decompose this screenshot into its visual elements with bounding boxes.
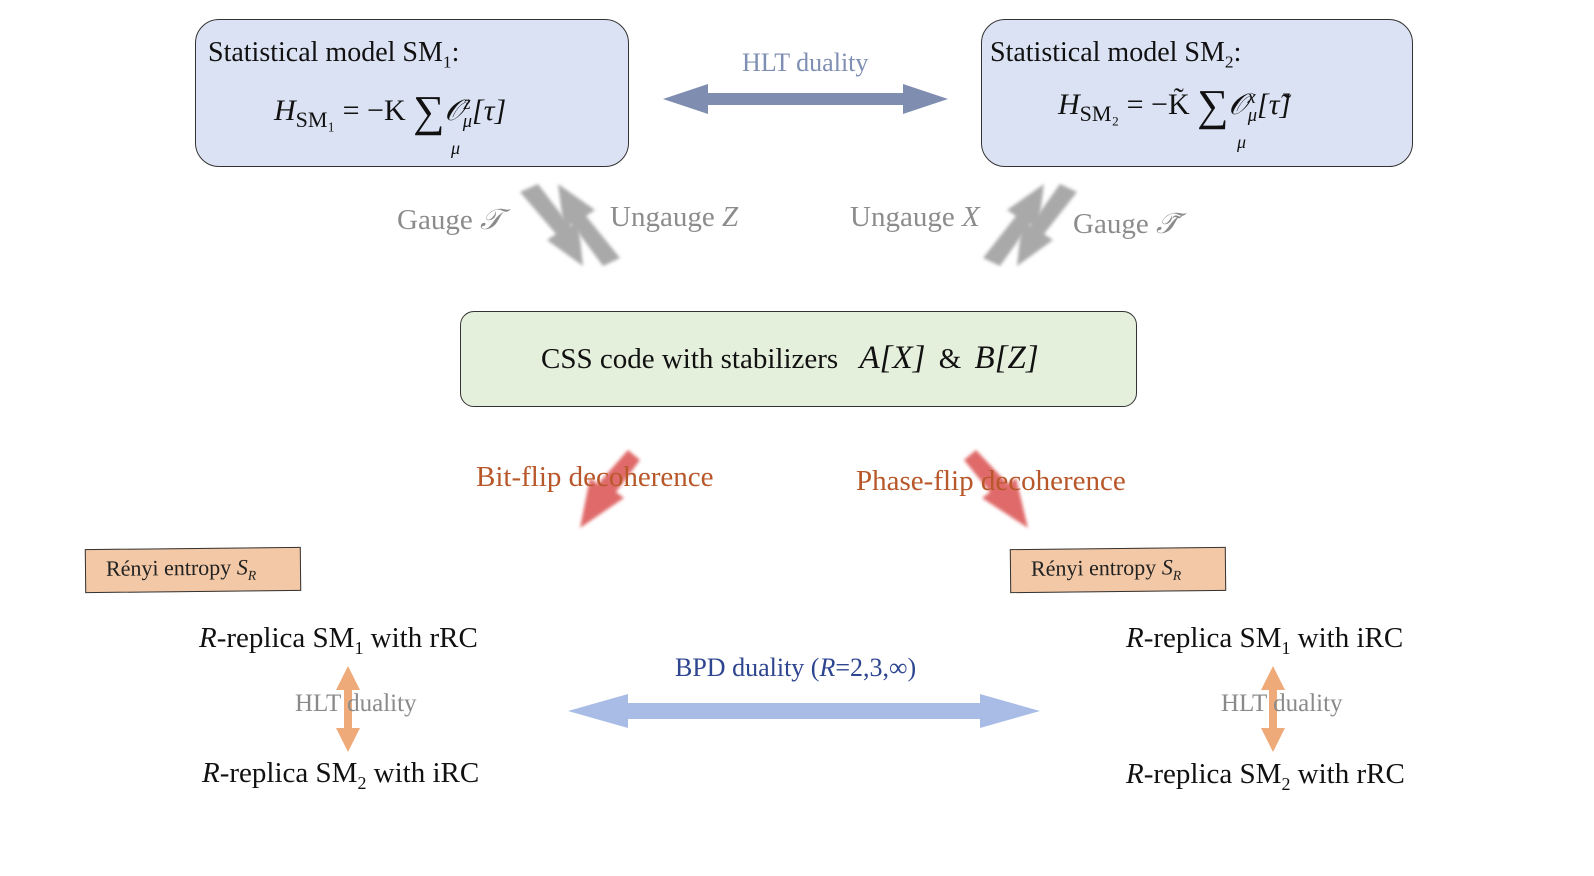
sm2-eq-op-sup: x <box>1247 87 1256 108</box>
ungauge-left-arrow <box>558 184 620 266</box>
hlt-duality-left-label: HLT duality <box>295 690 417 717</box>
stabilizer-a: A[X] <box>859 340 926 376</box>
left-line2-r: R <box>202 757 220 789</box>
ungauge-x-text: Ungauge <box>850 201 955 233</box>
css-code-text: CSS code with stabilizers A[X] & B[Z] <box>541 340 1039 377</box>
left-line2: R-replica SM2 with iRC <box>202 757 479 794</box>
sm1-title-colon: : <box>451 37 460 68</box>
renyi-tab-left-s-sub: R <box>247 567 257 583</box>
gauge-tau-text: Gauge <box>397 204 473 236</box>
sm2-eq-op-arg: [τ̃] <box>1257 88 1292 121</box>
css-code-label: CSS code with stabilizers <box>541 343 839 375</box>
ungauge-right-arrow <box>983 184 1044 266</box>
sm2-title-text: Statistical model SM <box>990 37 1225 68</box>
left-line2-sub: 2 <box>357 772 367 793</box>
right-line2-r: R <box>1126 758 1144 790</box>
sm2-equation: HSM₂ = −K̃ ∑𝒪xμ[τ̃] <box>1058 80 1291 131</box>
renyi-tab-left-s: S <box>236 554 248 580</box>
bpd-suffix: =2,3,∞) <box>835 653 917 682</box>
sm2-title-colon: : <box>1233 37 1242 68</box>
left-line1-end: with rRC <box>363 622 478 654</box>
right-line2-mid: -replica SM <box>1143 758 1282 790</box>
sm2-eq-op: 𝒪 <box>1228 88 1248 121</box>
sm2-eq-h-sub: SM₂ <box>1079 101 1120 126</box>
hlt-duality-right-label: HLT duality <box>1221 690 1343 717</box>
sm1-eq-op: 𝒪 <box>444 94 464 127</box>
phaseflip-arrow <box>964 450 1028 528</box>
sm2-title-sub: 2 <box>1224 52 1234 72</box>
inner-hlt-arrow-left <box>336 666 360 752</box>
ungauge-x-label: Ungauge X <box>850 201 980 234</box>
sm1-eq-h: H <box>274 94 296 127</box>
renyi-tab-right-s: S <box>1161 554 1173 580</box>
left-line1-mid: -replica SM <box>216 622 355 654</box>
sm1-title-text: Statistical model SM <box>208 37 443 68</box>
hlt-duality-top-label: HLT duality <box>742 48 869 77</box>
left-line2-end: with iRC <box>366 757 480 789</box>
statistical-model-sm1-box: Statistical model SM1: HSM₁ = −K ∑𝒪zμ[τ]… <box>195 19 629 167</box>
sm1-eq-op-sub: μ <box>462 111 473 132</box>
renyi-tab-left-text: Rényi entropy <box>105 554 237 581</box>
sm2-sum-index: μ <box>1237 132 1247 152</box>
left-line2-mid: -replica SM <box>219 757 358 789</box>
ungauge-z-text: Ungauge <box>610 201 715 233</box>
sm1-eq-sum: ∑ <box>413 87 445 136</box>
sm2-eq-h: H <box>1058 88 1080 121</box>
gauge-tau-tilde-text: Gauge <box>1073 208 1149 240</box>
gauge-right-arrow <box>1017 184 1077 266</box>
sm2-eq-op-sub: μ <box>1247 105 1258 126</box>
sm2-title: Statistical model SM2: <box>990 37 1241 73</box>
sm1-eq-op-sup: z <box>463 93 471 114</box>
sm1-eq-op-arg: [τ] <box>472 94 507 127</box>
right-line2: R-replica SM2 with rRC <box>1126 758 1405 795</box>
left-line1-r: R <box>199 622 217 654</box>
gauge-left-arrow <box>520 184 583 266</box>
renyi-entropy-tab-left: Rényi entropy SR <box>84 546 302 594</box>
gauge-tau-tilde-label: Gauge 𝒯̃ <box>1073 208 1178 241</box>
bitflip-arrow <box>580 450 640 528</box>
ampersand: & <box>938 343 962 375</box>
sm1-eq-h-sub: SM₁ <box>295 107 336 132</box>
right-line1-r: R <box>1126 622 1144 654</box>
ungauge-x-symbol: X <box>961 201 980 233</box>
bpd-duality-label: BPD duality (R=2,3,∞) <box>675 653 916 683</box>
gauge-tau-symbol: 𝒯 <box>479 204 503 236</box>
renyi-tab-right-text: Rényi entropy <box>1030 554 1162 581</box>
sm1-eq-prefix: = −K <box>342 94 406 127</box>
right-line2-sub: 2 <box>1281 773 1291 794</box>
sm1-title: Statistical model SM1: <box>208 37 459 73</box>
bpd-prefix: BPD duality ( <box>675 653 820 682</box>
right-line2-end: with rRC <box>1290 758 1405 790</box>
stabilizer-b: B[Z] <box>974 340 1039 376</box>
right-line1: R-replica SM1 with iRC <box>1126 622 1403 659</box>
sm1-equation: HSM₁ = −K ∑𝒪zμ[τ] <box>274 86 506 137</box>
sm1-sum-index: μ <box>451 138 461 158</box>
statistical-model-sm2-box: Statistical model SM2: HSM₂ = −K̃ ∑𝒪xμ[τ… <box>981 19 1413 167</box>
bpd-arrow <box>568 694 1040 728</box>
inner-hlt-arrow-right <box>1261 666 1285 752</box>
right-line1-sub: 1 <box>1281 637 1291 658</box>
css-code-box: CSS code with stabilizers A[X] & B[Z] <box>460 311 1137 407</box>
bpd-r: R <box>819 653 836 682</box>
ungauge-z-symbol: Z <box>721 201 739 233</box>
right-line1-end: with iRC <box>1290 622 1404 654</box>
gauge-tau-tilde-symbol: 𝒯̃ <box>1155 208 1179 240</box>
left-line1: R-replica SM1 with rRC <box>199 622 478 659</box>
ungauge-z-label: Ungauge Z <box>610 201 738 234</box>
hlt-top-arrow <box>663 84 948 114</box>
sm1-title-sub: 1 <box>442 52 452 72</box>
sm2-eq-sum: ∑ <box>1197 81 1229 130</box>
renyi-entropy-tab-right: Rényi entropy SR <box>1009 546 1227 594</box>
right-line1-mid: -replica SM <box>1143 622 1282 654</box>
renyi-tab-right-s-sub: R <box>1172 567 1182 583</box>
sm2-eq-prefix: = −K̃ <box>1126 88 1190 121</box>
phase-flip-decoherence-label: Phase-flip decoherence <box>856 465 1126 497</box>
bit-flip-decoherence-label: Bit-flip decoherence <box>476 461 714 493</box>
gauge-tau-label: Gauge 𝒯 <box>397 204 502 237</box>
left-line1-sub: 1 <box>354 637 364 658</box>
